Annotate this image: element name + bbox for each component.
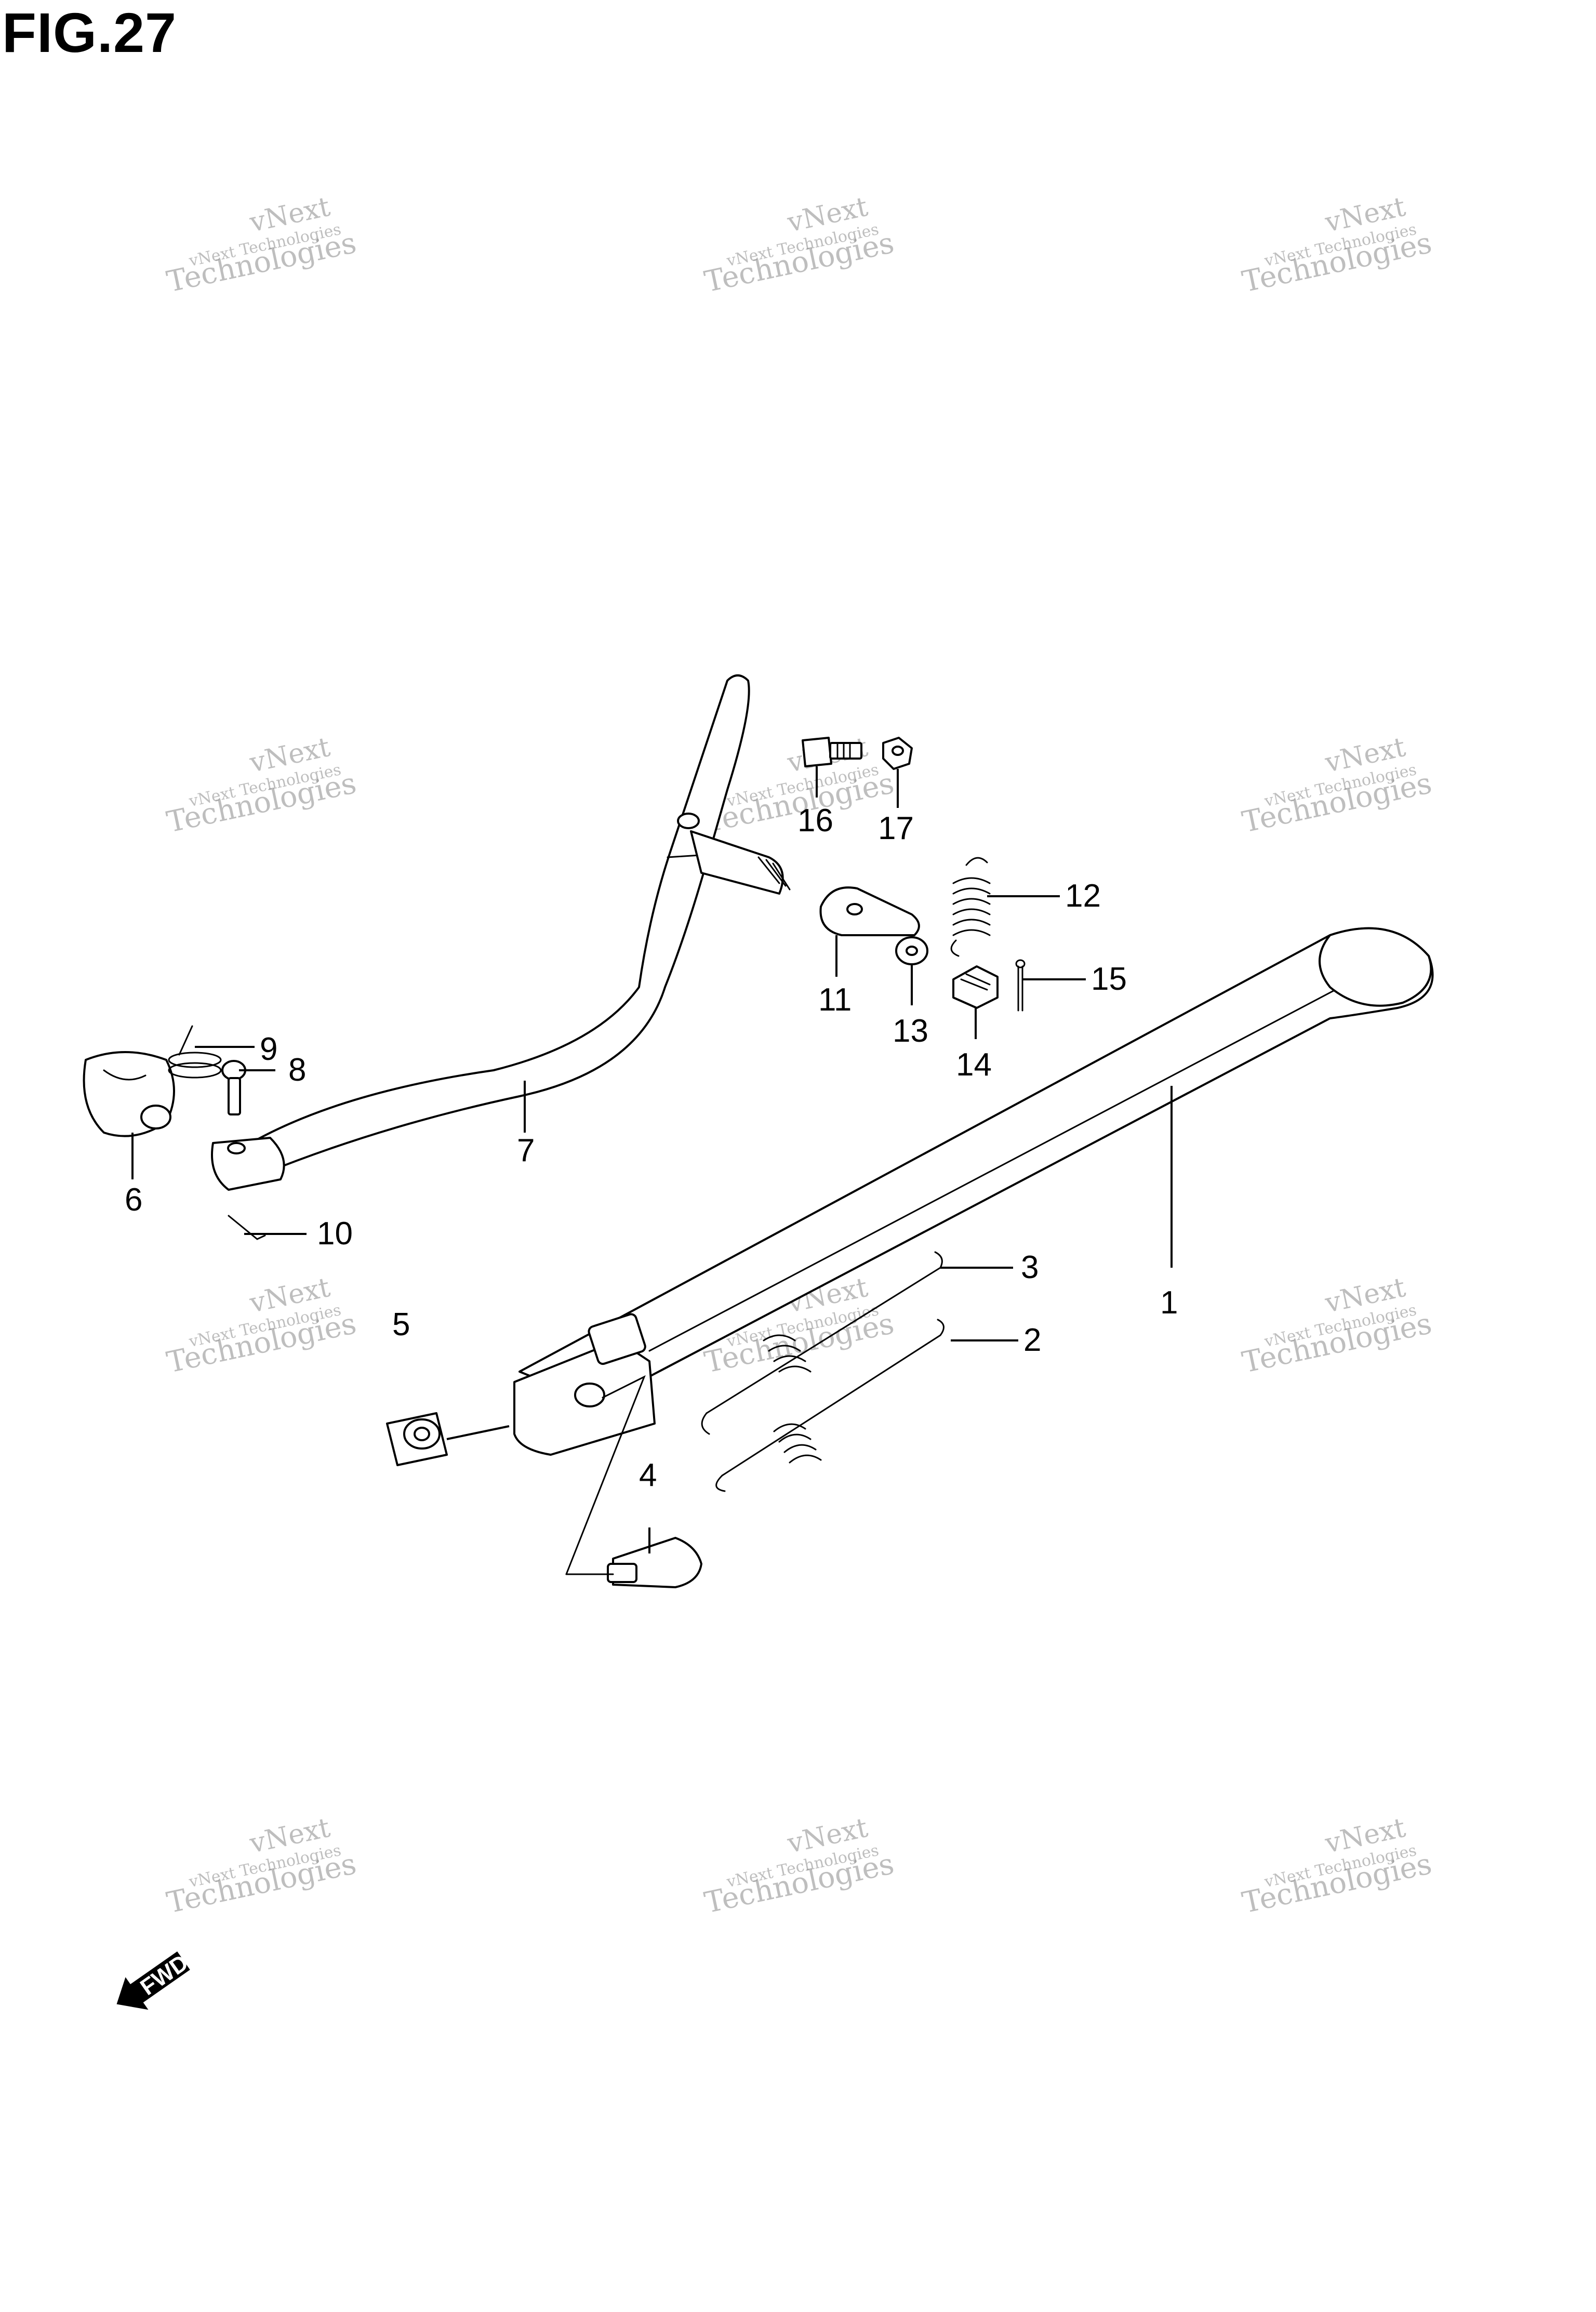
pivot-bolt-part-4: [607, 1537, 702, 1588]
spring-clip-part-9: [168, 1025, 222, 1079]
callout-11: 11: [818, 982, 852, 1018]
nut-part-17: [882, 737, 913, 770]
castle-nut-part-14: [952, 965, 999, 1009]
callout-14: 14: [956, 1047, 992, 1083]
callout-12: 12: [1065, 878, 1101, 914]
callout-10: 10: [317, 1216, 353, 1252]
callout-3: 3: [1021, 1250, 1039, 1285]
callout-17: 17: [878, 810, 914, 846]
bolt-part-16: [802, 737, 862, 767]
fwd-direction-badge: FWD: [116, 1950, 193, 2010]
figure-title: FIG.27: [2, 1, 177, 64]
callout-9: 9: [260, 1031, 277, 1067]
fwd-arrow-icon: [116, 1951, 190, 2010]
spring-part-12: [950, 857, 991, 957]
spring-part-2: [715, 1319, 945, 1492]
callout-13: 13: [893, 1013, 928, 1049]
cotter-pin-part-10: [228, 1215, 266, 1240]
lever-rod-part-7: [211, 674, 791, 1191]
collar-part-5: [386, 1412, 448, 1466]
callout-1: 1: [1160, 1285, 1178, 1321]
leader-lines: [131, 766, 1173, 1575]
callout-4: 4: [639, 1457, 657, 1493]
callout-8: 8: [288, 1052, 306, 1088]
side-stand-part-1: [513, 927, 1434, 1456]
callout-16: 16: [797, 803, 833, 839]
pin-part-8: [221, 1060, 246, 1115]
callout-6: 6: [125, 1182, 142, 1218]
rubber-end-part-6: [83, 1051, 175, 1137]
callout-5: 5: [392, 1307, 410, 1343]
callout-2: 2: [1023, 1322, 1041, 1358]
callout-7: 7: [517, 1133, 535, 1168]
split-pin-part-15: [1015, 959, 1026, 1012]
callout-15: 15: [1091, 961, 1127, 997]
washer-part-13: [895, 936, 928, 965]
plate-part-11: [819, 886, 920, 936]
callout-labels: 1 2 3 4 5 6 7 8 9 10 11 12 13 14 15 16 1…: [125, 803, 1178, 1493]
